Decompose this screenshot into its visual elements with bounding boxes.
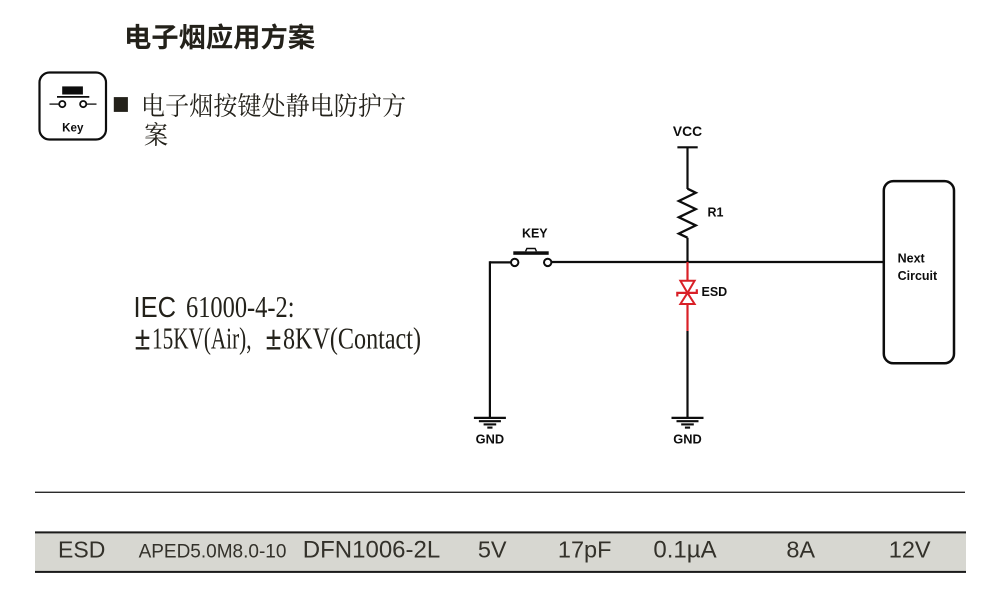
svg-text:APED5.0M8.0-10: APED5.0M8.0-10	[139, 541, 287, 562]
svg-text:0.1µA: 0.1µA	[653, 536, 716, 563]
svg-text:12V: 12V	[889, 536, 931, 562]
svg-text:8A: 8A	[786, 536, 815, 562]
svg-text:GND: GND	[476, 431, 504, 446]
svg-text:ESD: ESD	[58, 536, 105, 562]
svg-text:15KV(Air),: 15KV(Air),	[152, 320, 252, 355]
svg-text:Key: Key	[62, 121, 84, 134]
svg-text:17pF: 17pF	[558, 536, 612, 562]
svg-text:VCC: VCC	[673, 124, 702, 139]
svg-text:8KV(Contact): 8KV(Contact)	[283, 320, 421, 355]
svg-text:61000-4-2:: 61000-4-2:	[186, 289, 295, 324]
svg-text:GND: GND	[673, 431, 701, 446]
svg-text:IEC: IEC	[134, 292, 177, 324]
svg-text:Next: Next	[898, 251, 926, 265]
svg-text:KEY: KEY	[522, 226, 548, 240]
svg-text:Circuit: Circuit	[898, 269, 938, 283]
svg-text:5V: 5V	[478, 536, 507, 562]
svg-text:R1: R1	[708, 206, 724, 220]
svg-text:±: ±	[135, 319, 151, 358]
svg-text:DFN1006-2L: DFN1006-2L	[303, 536, 440, 563]
svg-text:ESD: ESD	[702, 285, 728, 299]
svg-text:±: ±	[266, 319, 282, 358]
